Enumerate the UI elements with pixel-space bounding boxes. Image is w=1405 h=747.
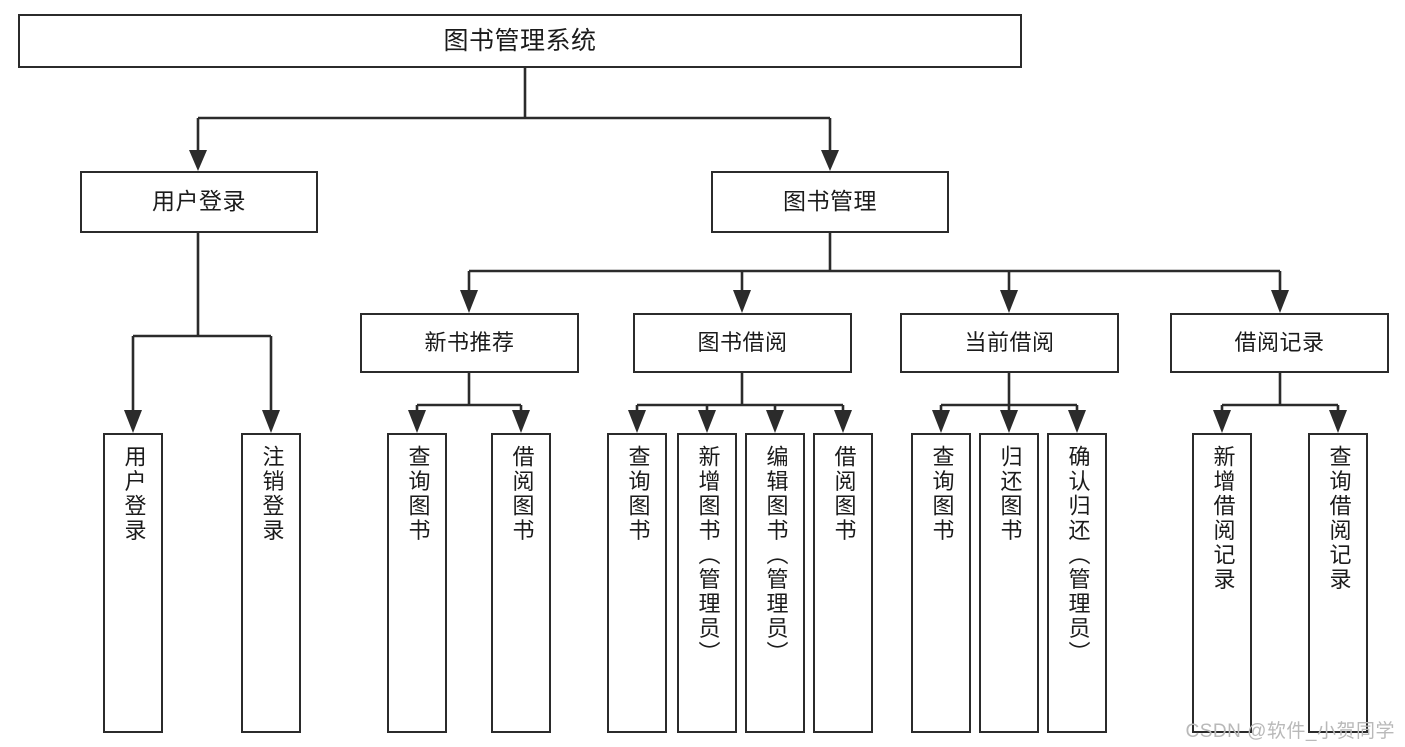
node-root-book-management-system[interactable]: 图书管理系统 bbox=[18, 14, 1022, 68]
node-label: 注销登录 bbox=[259, 445, 285, 543]
node-label: 编辑图书（管理员） bbox=[763, 445, 789, 666]
node-label: 查询图书 bbox=[625, 445, 651, 543]
node-label: 用户登录 bbox=[121, 445, 147, 543]
node-label: 查询借阅记录 bbox=[1326, 445, 1352, 592]
node-user-login[interactable]: 用户登录 bbox=[80, 171, 318, 233]
node-current-borrow[interactable]: 当前借阅 bbox=[900, 313, 1119, 373]
node-label: 查询图书 bbox=[405, 445, 431, 543]
node-label: 用户登录 bbox=[152, 188, 246, 215]
node-book-management[interactable]: 图书管理 bbox=[711, 171, 949, 233]
node-label: 借阅图书 bbox=[831, 445, 857, 543]
leaf-user-login[interactable]: 用户登录 bbox=[103, 433, 163, 733]
leaf-borrow-book[interactable]: 借阅图书 bbox=[813, 433, 873, 733]
node-label: 当前借阅 bbox=[964, 329, 1055, 355]
node-label: 图书管理系统 bbox=[443, 27, 597, 55]
leaf-query-book-current[interactable]: 查询图书 bbox=[911, 433, 971, 733]
csdn-watermark: CSDN @软件_小贺同学 bbox=[1185, 721, 1395, 742]
node-borrow-record[interactable]: 借阅记录 bbox=[1170, 313, 1389, 373]
node-label: 归还图书 bbox=[997, 445, 1023, 543]
node-label: 图书借阅 bbox=[697, 329, 788, 355]
node-label: 查询图书 bbox=[929, 445, 955, 543]
leaf-query-book-recommend[interactable]: 查询图书 bbox=[387, 433, 447, 733]
node-label: 图书管理 bbox=[783, 188, 877, 215]
node-label: 新增图书（管理员） bbox=[695, 445, 721, 666]
leaf-edit-book-admin[interactable]: 编辑图书（管理员） bbox=[745, 433, 805, 733]
node-label: 借阅图书 bbox=[509, 445, 535, 543]
leaf-add-borrow-record[interactable]: 新增借阅记录 bbox=[1192, 433, 1252, 733]
node-new-book-recommend[interactable]: 新书推荐 bbox=[360, 313, 579, 373]
leaf-confirm-return-admin[interactable]: 确认归还（管理员） bbox=[1047, 433, 1107, 733]
node-label: 确认归还（管理员） bbox=[1065, 445, 1091, 666]
node-label: 借阅记录 bbox=[1234, 329, 1325, 355]
node-label: 新书推荐 bbox=[424, 329, 515, 355]
leaf-logout[interactable]: 注销登录 bbox=[241, 433, 301, 733]
leaf-query-borrow-record[interactable]: 查询借阅记录 bbox=[1308, 433, 1368, 733]
leaf-borrow-book-recommend[interactable]: 借阅图书 bbox=[491, 433, 551, 733]
leaf-return-book[interactable]: 归还图书 bbox=[979, 433, 1039, 733]
node-book-borrow[interactable]: 图书借阅 bbox=[633, 313, 852, 373]
leaf-query-book-borrow[interactable]: 查询图书 bbox=[607, 433, 667, 733]
node-label: 新增借阅记录 bbox=[1210, 445, 1236, 592]
leaf-add-book-admin[interactable]: 新增图书（管理员） bbox=[677, 433, 737, 733]
